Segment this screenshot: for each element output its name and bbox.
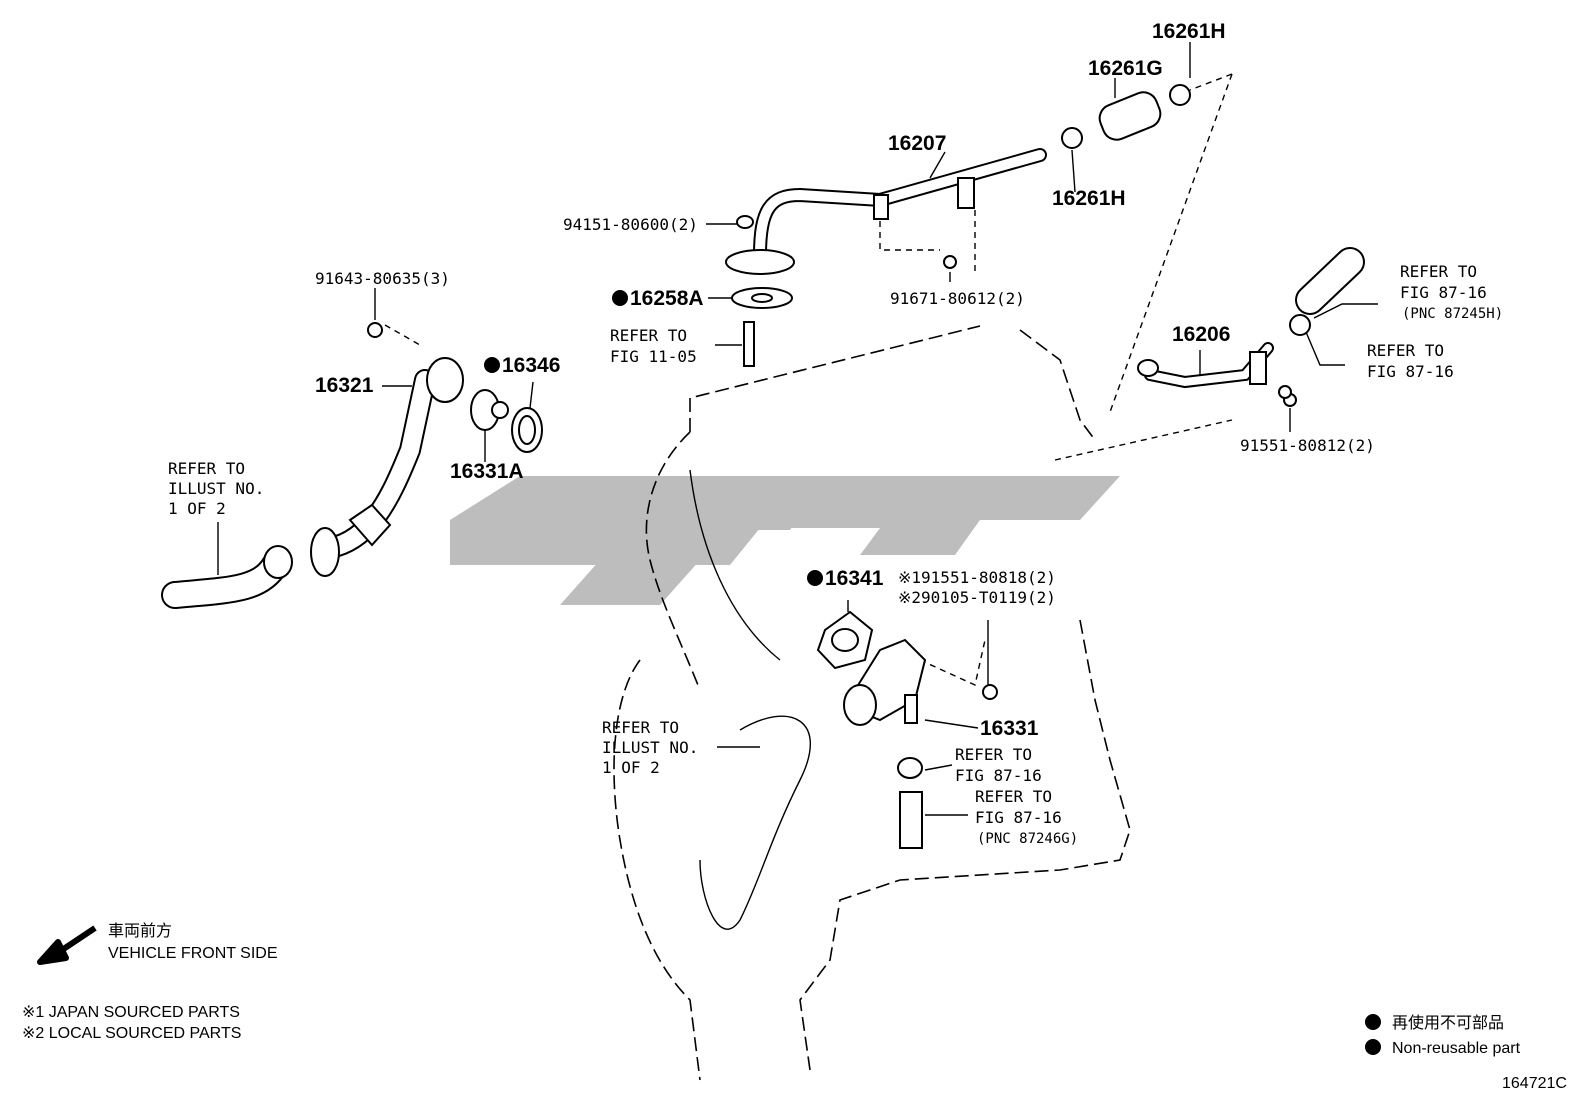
dashed-guides [384,73,1233,686]
ref-illust-center-line1: REFER TO [602,718,679,737]
ref-fig87-clamp-line2: FIG 87-16 [955,766,1042,785]
note-japan-sourced: ※1 JAPAN SOURCED PARTS [22,1004,240,1021]
ref-illust-center-line2: ILLUST NO. [602,738,698,757]
label-91671: 91671-80612(2) [890,289,1025,308]
ref-fig87-pnc45-line1: REFER TO [1400,262,1477,281]
legend-dot-jp [1365,1014,1381,1030]
label-16331: 16331 [980,717,1039,740]
label-94151: 94151-80600(2) [563,215,698,234]
water-pipe-16207 [725,148,1047,275]
ref-illust-left-line2: ILLUST NO. [168,479,264,498]
non-reusable-dot-16258A [612,290,628,306]
ref-fig1105-line2: FIG 11-05 [610,347,697,366]
hose-16261G [1061,84,1191,149]
label-91643: 91643-80635(3) [315,269,450,288]
front-arrow-icon [37,925,97,965]
ref-fig87-right-line2: FIG 87-16 [1367,362,1454,381]
legend-jp: 再使用不可部品 [1392,1014,1504,1032]
label-91551-80818: ※191551-80818(2) [898,568,1056,587]
label-16258A: 16258A [630,287,704,310]
gasket-16258A [731,287,793,309]
label-16207: 16207 [888,132,946,155]
gasket-16341 [816,610,874,670]
label-16261H-top: 16261H [1152,20,1226,43]
label-16261H-mid: 16261H [1052,187,1126,210]
water-pipe-16206 [1137,247,1365,407]
note-local-sourced: ※2 LOCAL SOURCED PARTS [22,1025,241,1042]
ref-fig87-pnc46-line3: (PNC 87246G) [977,831,1078,847]
stud-bolt [743,321,755,367]
label-16321: 16321 [315,374,374,397]
front-side-jp: 車両前方 [108,922,172,940]
non-reusable-dot-16341 [807,570,823,586]
ref-fig87-pnc45-line2: FIG 87-16 [1400,283,1487,302]
ref-illust-left-line1: REFER TO [168,459,245,478]
ref-fig87-pnc45-line3: (PNC 87245H) [1402,306,1503,322]
label-16346: 16346 [502,354,560,377]
legend-dot-en [1365,1039,1381,1055]
figure-code: 164721C [1502,1075,1567,1092]
ref-fig87-pnc46-line2: FIG 87-16 [975,808,1062,827]
legend-en: Non-reusable part [1392,1040,1521,1057]
watermark-logo [450,476,1120,605]
water-inlet-16321 [310,322,464,577]
front-side-en: VEHICLE FRONT SIDE [108,945,278,962]
engine-outline [613,325,1131,1081]
ref-fig87-pnc46-line1: REFER TO [975,787,1052,806]
ref-fig87-clamp-line1: REFER TO [955,745,1032,764]
ref-fig87-right-line1: REFER TO [1367,341,1444,360]
label-91551-80812: 91551-80812(2) [1240,436,1375,455]
label-16206: 16206 [1172,323,1230,346]
thermostat-16331A [470,389,509,431]
water-outlet-16331 [843,638,998,726]
non-reusable-dot-16346 [484,357,500,373]
ref-fig1105-line1: REFER TO [610,326,687,345]
label-90105: ※290105-T0119(2) [898,588,1056,607]
label-16261G: 16261G [1088,57,1163,80]
ref-illust-center-line3: 1 OF 2 [602,758,660,777]
bolts [943,255,1292,399]
gasket-16346 [511,407,543,453]
label-16331A: 16331A [450,460,524,483]
leader-lines [217,42,1378,816]
ref-illust-left-line3: 1 OF 2 [168,499,226,518]
hose-left [161,545,293,609]
label-16341: 16341 [825,567,884,590]
hose-clamp-bottom [897,757,923,849]
